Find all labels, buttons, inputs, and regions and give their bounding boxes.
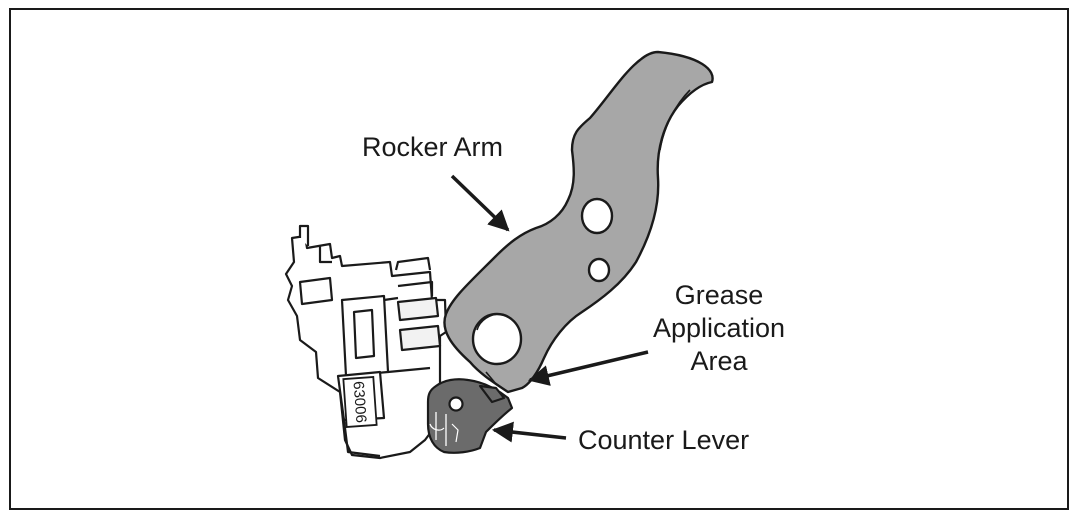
grease-label-line-1: Grease [674,280,764,310]
part-stamp: 63006 [342,376,378,428]
counter-lever-label: Counter Lever [578,425,750,455]
rocker-arm-label: Rocker Arm [362,132,504,162]
counter-lever-arrow [491,421,567,443]
grease-label-line-2: Application [652,313,786,343]
grease-area-arrow [527,350,649,386]
rocker-arm [443,50,714,394]
rocker-arm-arrow [450,174,510,232]
counter-lever [426,378,514,454]
grease-application-area-label: Grease Application Area [642,279,796,378]
figure-border [9,8,1069,510]
part-stamp-text: 63006 [350,381,370,424]
grease-label-line-3: Area [690,346,748,376]
